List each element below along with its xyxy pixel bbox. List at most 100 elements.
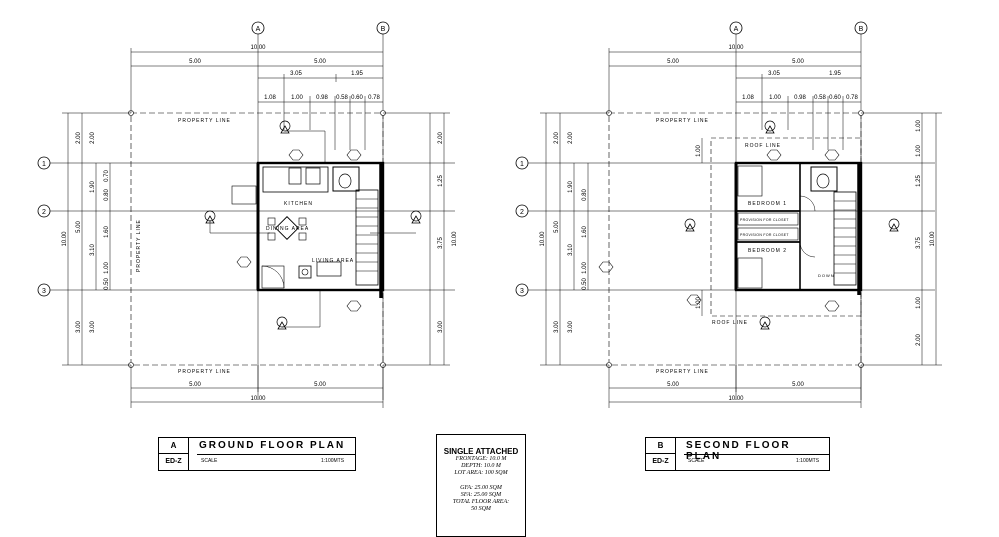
closet-label-2: PROVISION FOR CLOSET <box>740 233 789 237</box>
dim2-bottom-left: 5.00 <box>667 382 679 388</box>
title-block-second: B ED-Z SECOND FLOOR PLAN SCALE 1:100MTS <box>645 437 830 471</box>
sheet-code: ED-Z <box>159 454 189 470</box>
plan-title: GROUND FLOOR PLAN <box>199 440 346 451</box>
info-tfa: TOTAL FLOOR AREA: <box>452 499 510 505</box>
dim2-305: 3.05 <box>768 71 780 77</box>
dim2-100: 1.00 <box>769 95 781 101</box>
ground-floor-text: A B 1 2 3 10.00 5.00 5.00 3.05 1.95 1.08… <box>42 26 458 402</box>
info-sfa: SFA: 25.00 SQM <box>460 492 502 498</box>
grid-label-3b: 3 <box>520 288 524 295</box>
dim-right-375: 3.75 <box>438 237 444 249</box>
dim-left2-200: 2.00 <box>90 132 96 144</box>
dim-right-total: 10.00 <box>452 231 458 247</box>
dim-left3-050: 0.50 <box>104 278 110 290</box>
roof-line-bottom: ROOF LINE <box>712 320 748 326</box>
dim-top-total: 10.00 <box>250 45 266 51</box>
dim2-top-left: 5.00 <box>667 59 679 65</box>
dim-108: 1.08 <box>264 95 276 101</box>
property-line-left: PROPERTY LINE <box>136 219 142 272</box>
dim-bottom-left: 5.00 <box>189 382 201 388</box>
dim-left-500: 5.00 <box>76 221 82 233</box>
dim2-108: 1.08 <box>742 95 754 101</box>
dim2-058: 0.58 <box>814 95 826 101</box>
dim-left2-190: 1.90 <box>90 181 96 193</box>
grid-label-a: A <box>256 26 261 33</box>
dim-right-125: 1.25 <box>438 175 444 187</box>
property-line-bottom: PROPERTY LINE <box>178 369 231 375</box>
grid-label-2: 2 <box>42 209 46 216</box>
dim2-left2-190: 1.90 <box>568 181 574 193</box>
sheet-letter: B <box>646 438 676 454</box>
dim-left3-070: 0.70 <box>104 170 110 182</box>
info-lot: LOT AREA: 100 SQM <box>454 470 508 476</box>
dim2-left3-160: 1.60 <box>582 226 588 238</box>
property-line-bottom-2: PROPERTY LINE <box>656 369 709 375</box>
dim2-bottom-right: 5.00 <box>792 382 804 388</box>
dim-left-total: 10.00 <box>62 231 68 247</box>
dim2-left2-310: 3.10 <box>568 244 574 256</box>
dim2-left3-080: 0.80 <box>582 189 588 201</box>
dim-305: 3.05 <box>290 71 302 77</box>
dim2-078: 0.78 <box>846 95 858 101</box>
sheet-letter: A <box>159 438 189 454</box>
bedroom1-label: BEDROOM 1 <box>748 201 787 207</box>
grid-label-1: 1 <box>42 161 46 168</box>
dim2-right-100b: 1.00 <box>916 145 922 157</box>
dim-left3-160: 1.60 <box>104 226 110 238</box>
plan-title: SECOND FLOOR PLAN <box>686 440 791 462</box>
dim2-left-500: 5.00 <box>554 221 560 233</box>
down-label: DOWN <box>818 273 835 278</box>
title-block-ground: A ED-Z GROUND FLOOR PLAN SCALE 1:100MTS <box>158 437 356 471</box>
info-frontage: FRONTAGE: 10.0 M <box>455 456 507 462</box>
stair <box>355 189 379 286</box>
dim-left-200: 2.00 <box>76 132 82 144</box>
dim2-left-total: 10.00 <box>540 231 546 247</box>
info-depth: DEPTH: 10.0 M <box>461 463 501 469</box>
info-gfa: GFA: 25.00 SQM <box>460 485 502 491</box>
dim-top-left: 5.00 <box>189 59 201 65</box>
dim2-right-100c: 1.00 <box>916 297 922 309</box>
roof-line-box <box>710 137 862 317</box>
dim2-195: 1.95 <box>829 71 841 77</box>
dim-bottom-right: 5.00 <box>314 382 326 388</box>
dim2-left-200: 2.00 <box>554 132 560 144</box>
grid-label-b2: B <box>859 26 864 33</box>
dim2-060: 0.60 <box>829 95 841 101</box>
dim-098: 0.98 <box>316 95 328 101</box>
dim2-left3-100: 1.00 <box>582 262 588 274</box>
kitchen-label: KITCHEN <box>284 201 313 207</box>
grid-label-a2: A <box>734 26 739 33</box>
dim-bottom-total: 10.00 <box>250 396 266 402</box>
grid-label-b: B <box>381 26 386 33</box>
property-line-top: PROPERTY LINE <box>178 118 231 124</box>
dim2-right-125: 1.25 <box>916 175 922 187</box>
living-label: LIVING AREA <box>312 258 354 264</box>
info-title: SINGLE ATTACHED <box>443 447 519 456</box>
dim2-roof-bottom: 1.00 <box>696 297 702 309</box>
roof-line-top: ROOF LINE <box>745 143 781 149</box>
dim2-bottom-total: 10.00 <box>728 396 744 402</box>
dim2-top-total: 10.00 <box>728 45 744 51</box>
dim-100: 1.00 <box>291 95 303 101</box>
dim-058: 0.58 <box>336 95 348 101</box>
dim-078: 0.78 <box>368 95 380 101</box>
dim-left3-080: 0.80 <box>104 189 110 201</box>
grid-label-2b: 2 <box>520 209 524 216</box>
dim2-098: 0.98 <box>794 95 806 101</box>
sheet-code: ED-Z <box>646 454 676 470</box>
dim-left2-300: 3.00 <box>90 321 96 333</box>
dim-060: 0.60 <box>351 95 363 101</box>
second-floor-text: A B 1 2 3 10.00 5.00 5.00 3.05 1.95 1.08… <box>520 26 936 402</box>
dim2-right-100a: 1.00 <box>916 120 922 132</box>
dim-195: 1.95 <box>351 71 363 77</box>
dining-label: DINING AREA <box>266 226 309 232</box>
scale-value: 1:100MTS <box>321 458 345 464</box>
dim-top-right: 5.00 <box>314 59 326 65</box>
grid-label-1b: 1 <box>520 161 524 168</box>
second-floor-plan <box>515 21 942 408</box>
dim2-roof-top: 1.00 <box>696 145 702 157</box>
dim2-top-right: 5.00 <box>792 59 804 65</box>
dim2-left3-050: 0.50 <box>582 278 588 290</box>
dim2-right-total: 10.00 <box>930 231 936 247</box>
